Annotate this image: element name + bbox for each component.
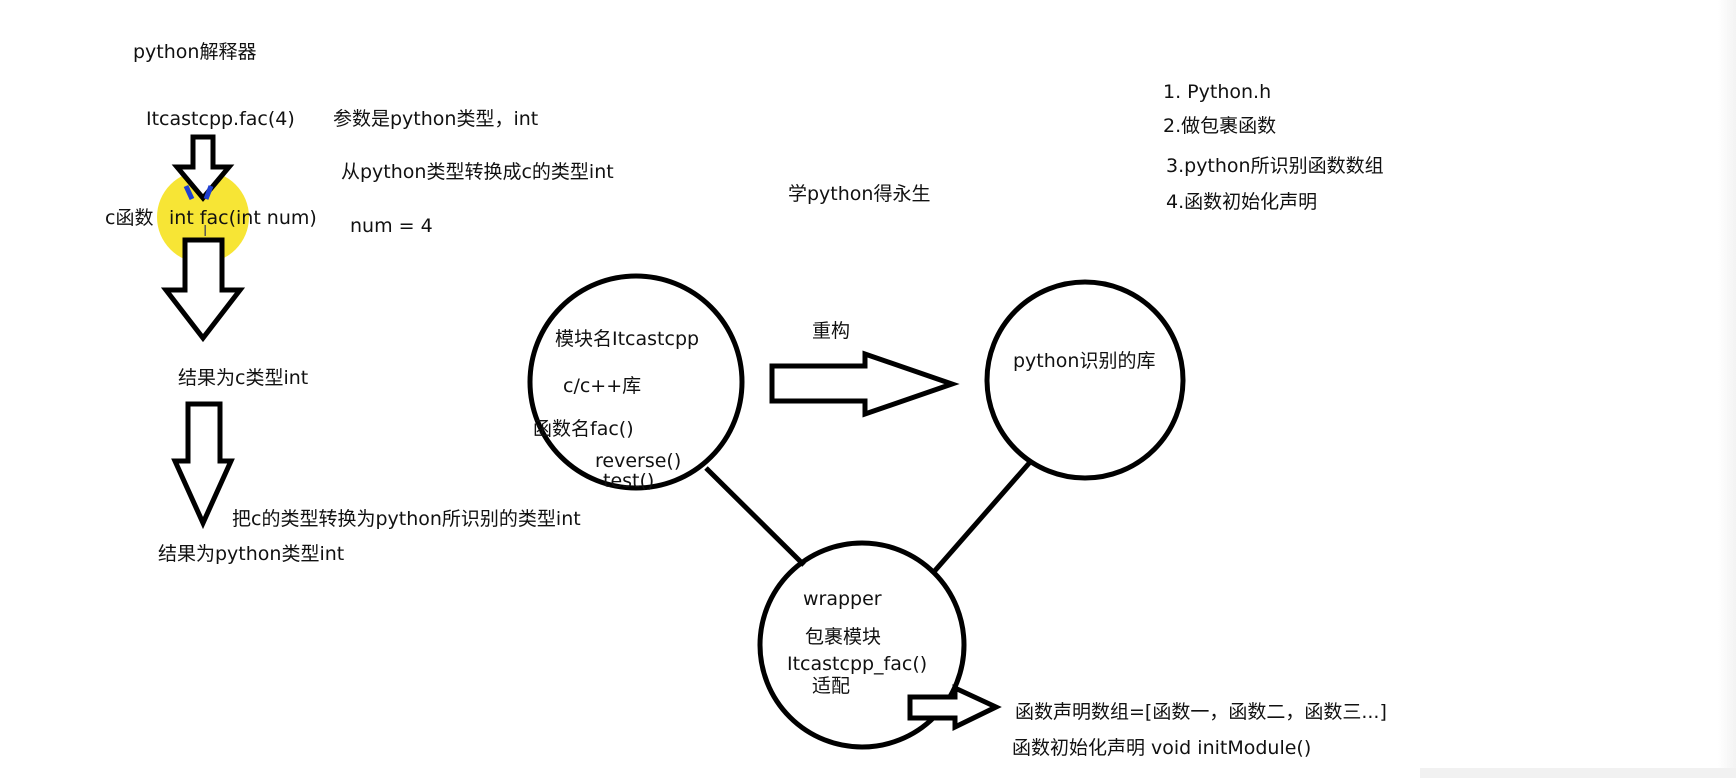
blue-marker-top bbox=[183, 184, 214, 201]
num-assign-label: num = 4 bbox=[350, 215, 433, 237]
wrapper-func-label: Itcastcpp_fac() bbox=[787, 653, 928, 675]
right-edge-shade bbox=[1718, 0, 1736, 778]
decl-array-note: 函数声明数组=[函数一，函数二，函数三...] bbox=[1015, 701, 1387, 723]
text-cursor-icon: I bbox=[203, 222, 208, 240]
step-1: 1. Python.h bbox=[1163, 81, 1272, 103]
bottom-edge-shade bbox=[1420, 768, 1736, 778]
c-function-label: c函数 bbox=[105, 207, 154, 229]
result-py-label: 结果为python类型int bbox=[158, 543, 345, 565]
cursor-highlight bbox=[157, 171, 249, 263]
step-3: 3.python所识别函数数组 bbox=[1166, 155, 1384, 177]
convert-to-c-label: 从python类型转换成c的类型int bbox=[341, 161, 614, 183]
notes-arrow bbox=[907, 684, 1002, 732]
module-circle bbox=[527, 273, 745, 491]
connector-module-wrapper bbox=[704, 466, 806, 567]
wrapper-adapt-label: 适配 bbox=[812, 675, 851, 697]
c-function-signature: int fac(int num) bbox=[169, 207, 317, 229]
down-arrow-py-result bbox=[171, 401, 235, 530]
down-arrow-c-result bbox=[160, 237, 246, 343]
interpreter-label: python解释器 bbox=[133, 41, 257, 63]
connector-lib-wrapper bbox=[930, 459, 1033, 576]
slogan-label: 学python得永生 bbox=[788, 183, 931, 205]
wrapper-module-label: 包裹模块 bbox=[805, 626, 882, 648]
step-4: 4.函数初始化声明 bbox=[1166, 191, 1318, 213]
python-lib-circle bbox=[984, 279, 1186, 481]
call-label: Itcastcpp.fac(4) bbox=[146, 108, 295, 130]
refactor-label: 重构 bbox=[812, 320, 851, 342]
convert-to-py-label: 把c的类型转换为python所识别的类型int bbox=[232, 508, 581, 530]
module-name-label: 模块名Itcastcpp bbox=[555, 328, 700, 350]
wrapper-title-label: wrapper bbox=[803, 588, 882, 610]
module-reverse-label: reverse() bbox=[595, 450, 682, 472]
result-c-label: 结果为c类型int bbox=[178, 367, 309, 389]
module-func-label: 函数名fac() bbox=[533, 418, 634, 440]
init-decl-note: 函数初始化声明 void initModule() bbox=[1012, 737, 1312, 759]
refactor-arrow bbox=[769, 350, 960, 418]
step-2: 2.做包裹函数 bbox=[1163, 115, 1277, 137]
down-arrow-call bbox=[171, 134, 235, 202]
param-note-label: 参数是python类型，int bbox=[333, 108, 539, 130]
wrapper-circle bbox=[757, 540, 967, 750]
python-lib-label: python识别的库 bbox=[1013, 350, 1156, 372]
module-lib-label: c/c++库 bbox=[563, 375, 642, 397]
module-test-label: test() bbox=[603, 470, 655, 492]
